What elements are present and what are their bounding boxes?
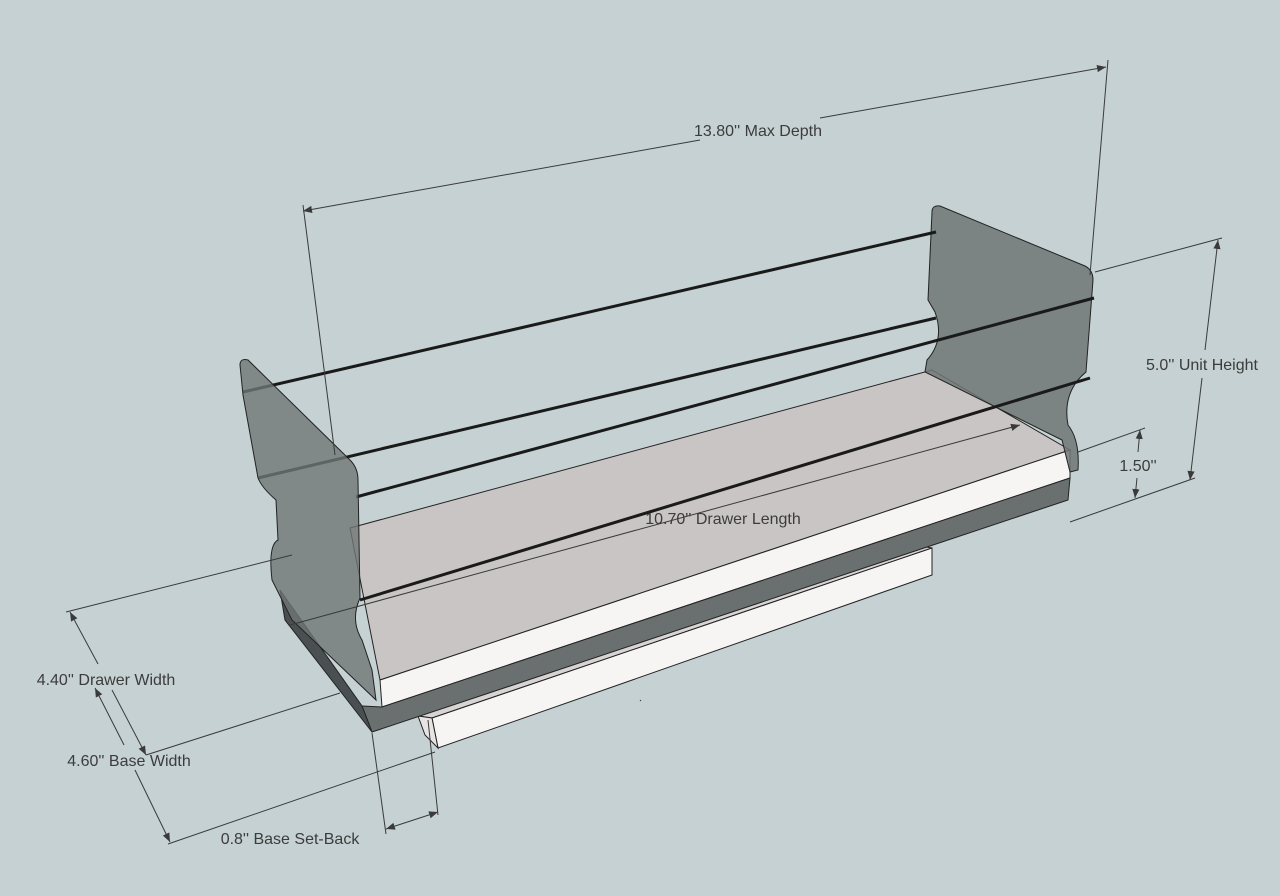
base-height-label: 1.50'' <box>1119 458 1156 475</box>
left-side-panel <box>239 359 377 702</box>
dimension-lines <box>65 59 1223 845</box>
drawer-length-label: 10.70'' Drawer Length <box>645 511 801 528</box>
right-side-panel <box>924 205 1094 473</box>
rails <box>242 230 1095 602</box>
base-setback-label: 0.8'' Base Set-Back <box>221 831 361 848</box>
max-depth-label: 13.80'' Max Depth <box>694 123 822 140</box>
base-width-label: 4.60'' Base Width <box>67 753 191 770</box>
unit-height-label: 5.0'' Unit Height <box>1146 357 1259 374</box>
drawer-tray <box>279 369 1072 733</box>
drawer-width-label: 4.40'' Drawer Width <box>37 672 176 689</box>
